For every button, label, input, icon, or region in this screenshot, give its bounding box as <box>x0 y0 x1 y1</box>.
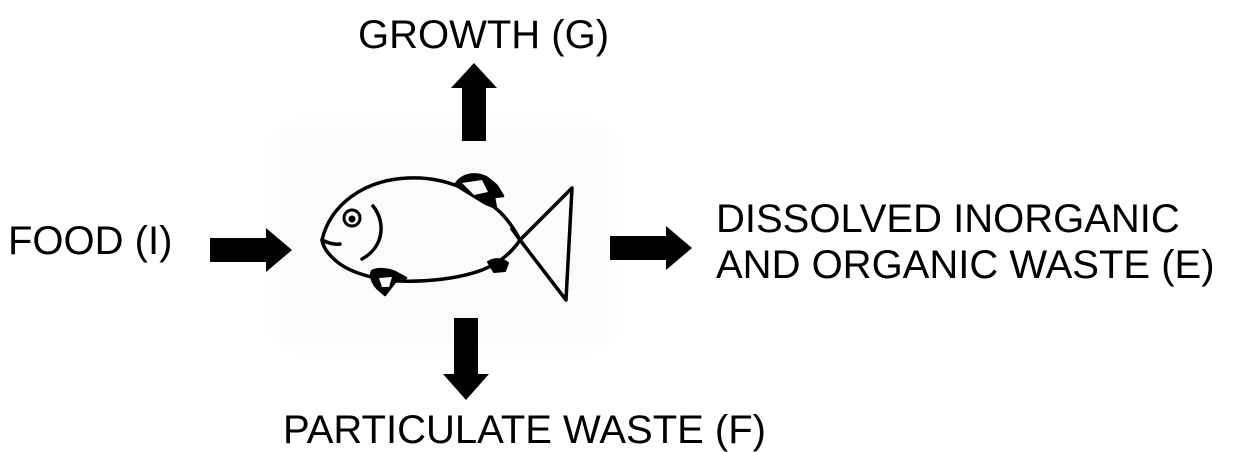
dissolved-waste-label-line-1: DISSOLVED INORGANIC <box>716 197 1180 241</box>
food-label: FOOD (I) <box>8 219 173 263</box>
arrow-right-icon <box>610 226 692 270</box>
fish-panel <box>283 132 605 340</box>
growth-label: GROWTH (G) <box>358 13 610 57</box>
arrow-up-icon <box>451 63 497 141</box>
arrow-right-icon <box>210 228 292 272</box>
dissolved-waste-label-line-2: AND ORGANIC WASTE (E) <box>716 243 1215 287</box>
dissolved-waste-label: DISSOLVED INORGANIC AND ORGANIC WASTE (E… <box>716 196 1215 288</box>
arrow-down-icon <box>443 318 489 400</box>
particulate-waste-label: PARTICULATE WASTE (F) <box>283 408 766 452</box>
